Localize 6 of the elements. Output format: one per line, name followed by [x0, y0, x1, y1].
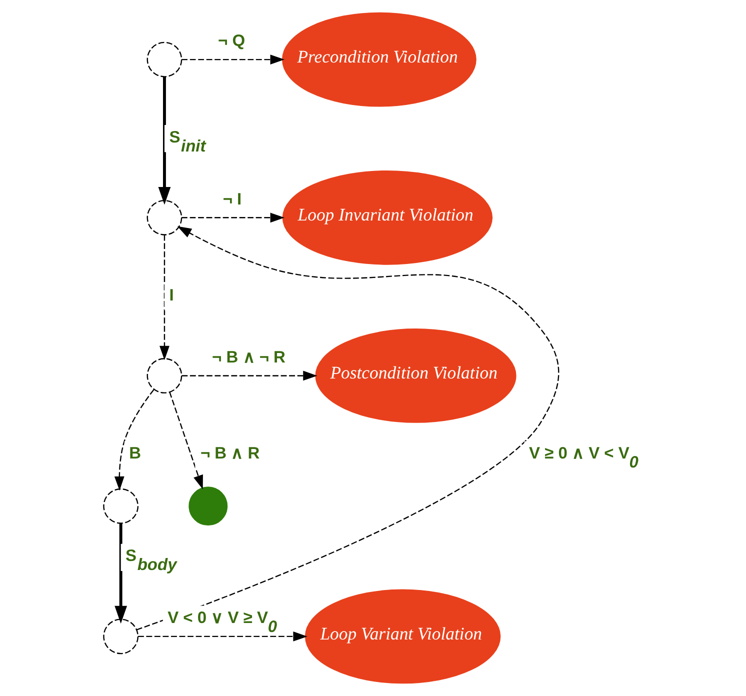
edge-label: ¬ I [222, 190, 242, 208]
edge-label: ¬ B ∧ ¬ R [212, 348, 286, 366]
edge-label: I [169, 286, 174, 304]
edge-label: ¬ B ∧ R [200, 444, 260, 463]
edge-label: ¬ Q [218, 32, 246, 50]
edge-label: B [129, 444, 142, 463]
